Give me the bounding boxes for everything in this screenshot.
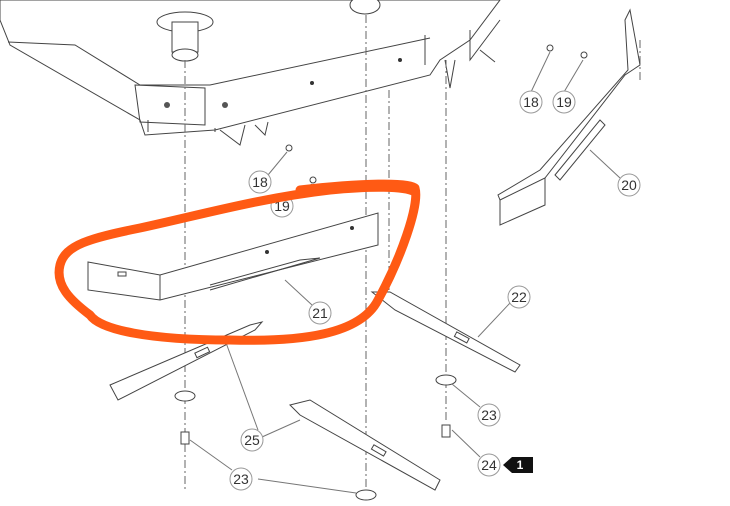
- part-20-baffle: [497, 8, 641, 226]
- callout-label: 24: [481, 457, 497, 473]
- callout-24: 24: [477, 453, 501, 477]
- callout-25: 25: [240, 428, 264, 452]
- callout-label: 19: [556, 94, 572, 110]
- callout-label: 25: [244, 432, 260, 448]
- callout-label: 21: [312, 305, 328, 321]
- callout-label: 22: [511, 289, 527, 305]
- callout-19-top: 19: [552, 90, 576, 114]
- badge-label: 1: [517, 458, 524, 472]
- hardware: [174, 44, 588, 501]
- callout-23-right: 23: [477, 403, 501, 427]
- callout-label: 23: [481, 407, 497, 423]
- callout-18: 18: [248, 170, 272, 194]
- callout-label: 20: [621, 177, 637, 193]
- quantity-badge: 1: [503, 457, 533, 473]
- part-21-baffle: [87, 212, 379, 301]
- highlight-circle: [54, 179, 421, 345]
- callout-label: 18: [252, 174, 268, 190]
- callout-22: 22: [507, 285, 531, 309]
- mower-deck: [0, 0, 501, 146]
- leader-lines: [189, 51, 621, 494]
- callout-label: 18: [523, 94, 539, 110]
- callout-21: 21: [308, 301, 332, 325]
- callout-23-left: 23: [229, 467, 253, 491]
- callout-label: 23: [233, 471, 249, 487]
- callout-18-top: 18: [519, 90, 543, 114]
- callout-20: 20: [617, 173, 641, 197]
